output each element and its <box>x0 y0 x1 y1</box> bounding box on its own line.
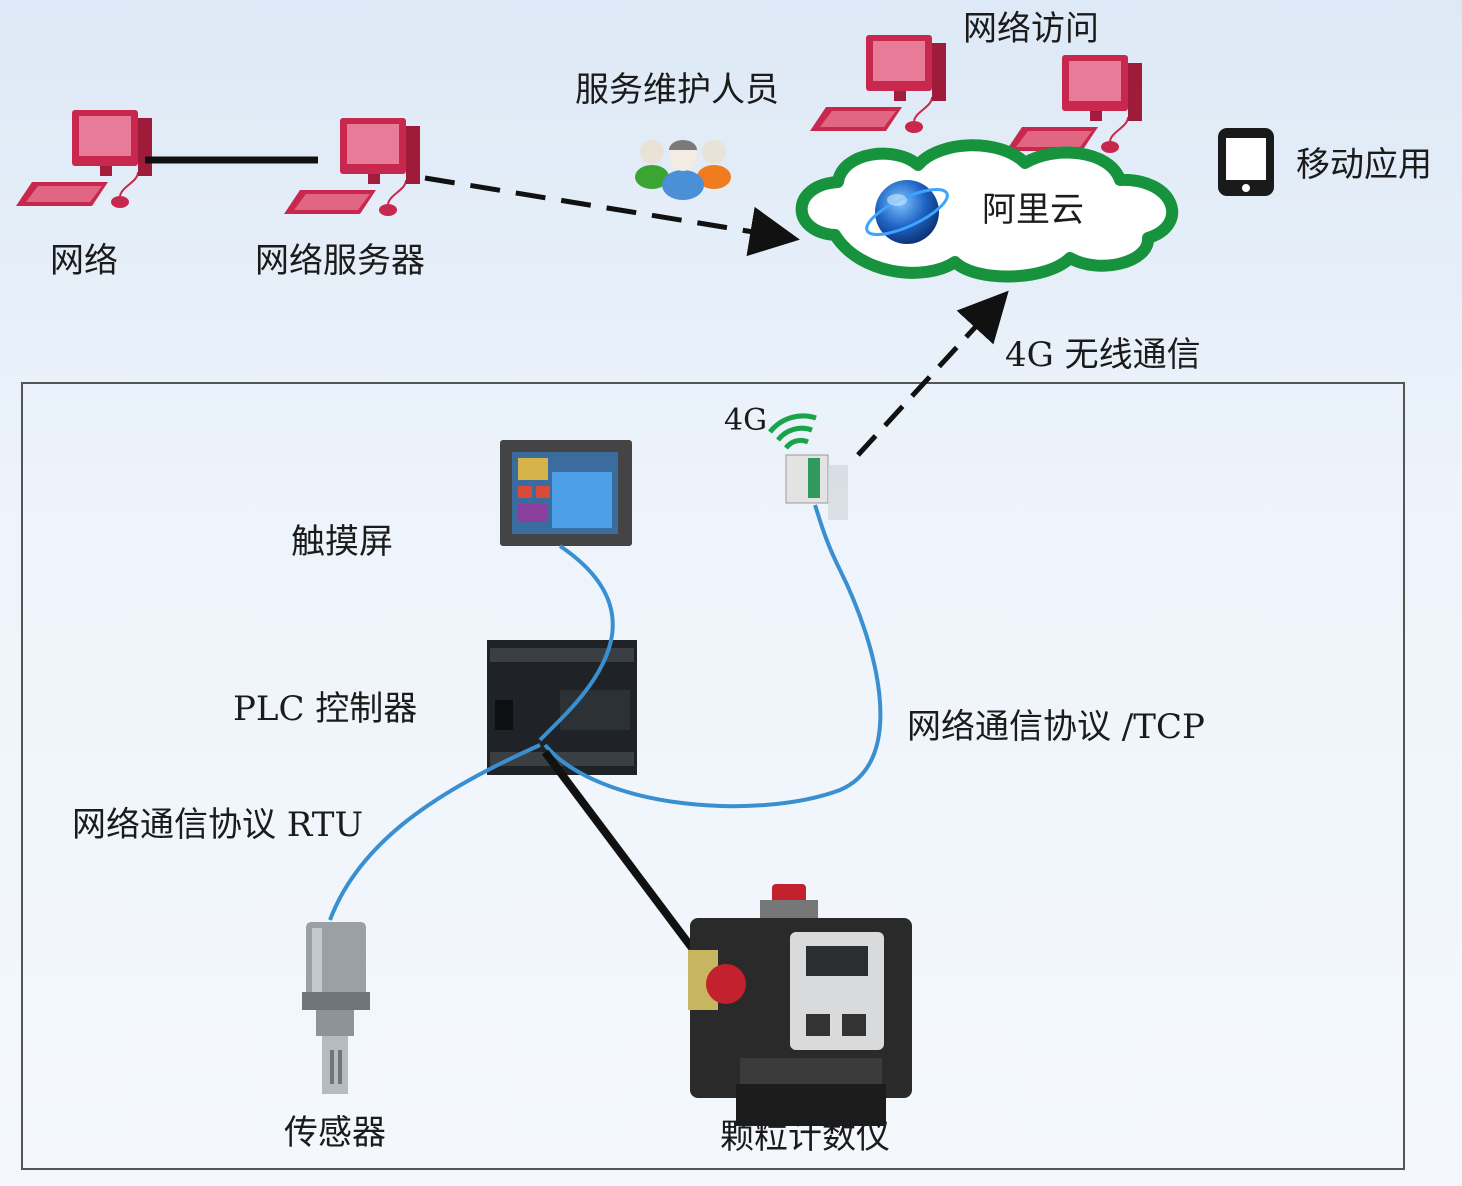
protocol-tcp-label: 网络通信协议 /TCP <box>907 707 1205 747</box>
plc-to-4g-cable <box>543 504 883 809</box>
sensor-label: 传感器 <box>284 1113 386 1153</box>
wifi-signal-icon <box>768 413 817 450</box>
aliyun-label: 阿里云 <box>982 190 1084 230</box>
plc-controller-icon <box>487 640 637 775</box>
wireless-4g-label: 4G 无线通信 <box>1005 335 1201 375</box>
tablet-icon <box>1218 128 1274 196</box>
access-computer-icon-2 <box>1005 54 1143 154</box>
network-computer-icon <box>15 109 153 209</box>
people-icon <box>635 140 731 200</box>
globe-icon <box>865 180 949 244</box>
sensor-icon <box>302 922 370 1094</box>
particle-counter-label: 颗粒计数仪 <box>720 1117 890 1157</box>
screen-to-plc-cable <box>538 544 615 742</box>
server-to-cloud-arrow <box>424 175 800 257</box>
field-equipment-frame <box>21 382 1405 1170</box>
touch-screen-label: 触摸屏 <box>291 522 393 562</box>
touch-screen-icon <box>500 440 632 546</box>
plc-to-counter-cable <box>541 749 696 951</box>
service-staff-label: 服务维护人员 <box>575 70 779 110</box>
plc-label: PLC 控制器 <box>233 689 418 729</box>
network-label: 网络 <box>50 241 118 281</box>
access-computer-icon-1 <box>809 34 947 134</box>
4g-to-cloud-arrow <box>856 290 1009 457</box>
web-server-label: 网络服务器 <box>255 241 425 281</box>
protocol-rtu-label: 网络通信协议 RTU <box>72 805 364 845</box>
mobile-app-label: 移动应用 <box>1296 145 1432 185</box>
cloud-icon <box>795 139 1179 283</box>
network-access-label: 网络访问 <box>963 9 1099 49</box>
module-4g-label: 4G <box>724 403 768 438</box>
particle-counter-icon <box>688 884 912 1126</box>
web-server-computer-icon <box>283 117 421 217</box>
4g-module-icon <box>785 454 848 520</box>
plc-to-sensor-cable <box>328 743 541 921</box>
